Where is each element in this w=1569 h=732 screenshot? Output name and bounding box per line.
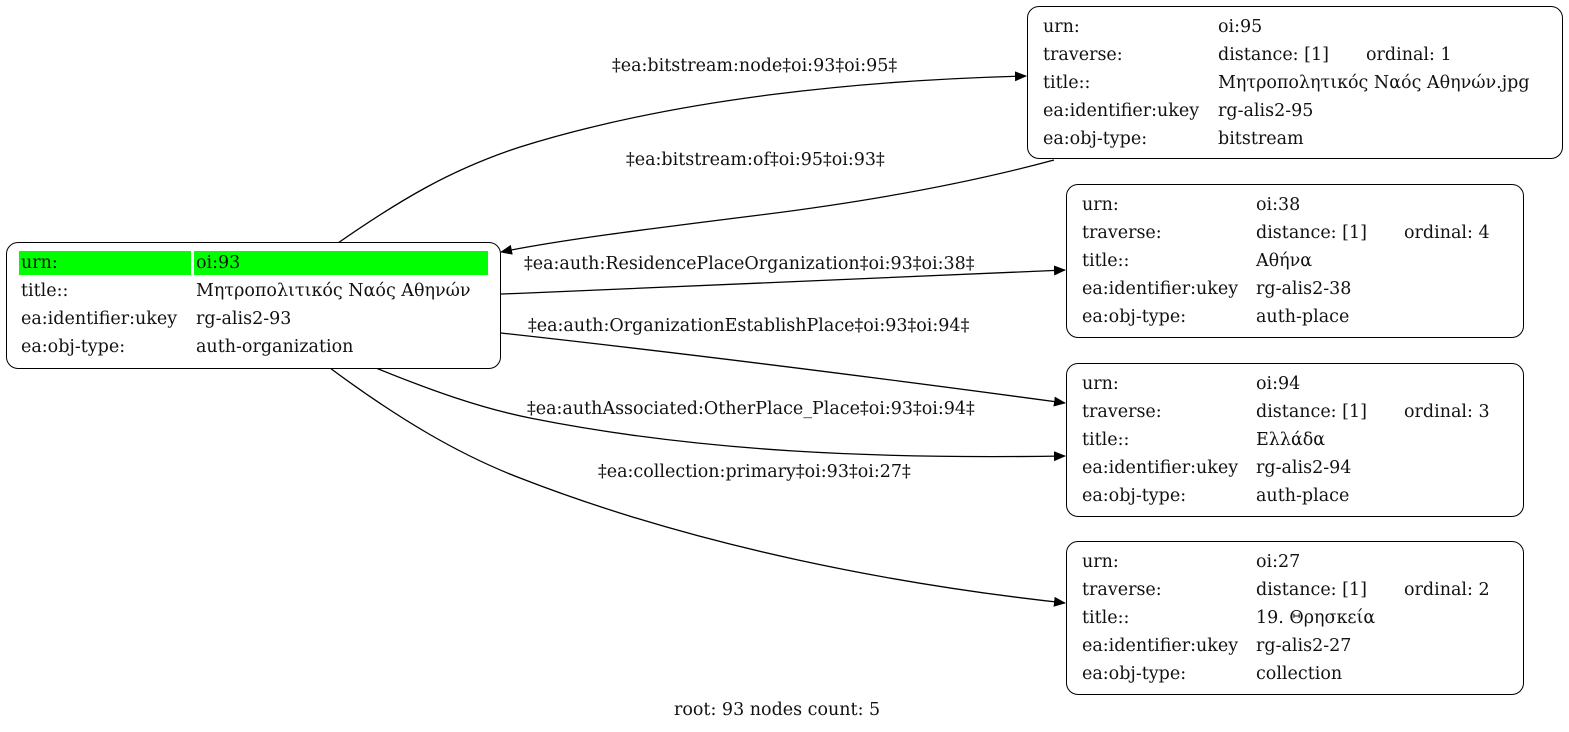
highlight-urn-key [19,251,191,275]
row-value: rg-alis2-95 [1218,101,1314,121]
row-value: rg-alis2-93 [196,309,292,329]
row-key: ea:identifier:ukey [21,309,178,329]
row-value: rg-alis2-38 [1256,279,1352,299]
row-extra: ordinal: 2 [1404,580,1490,600]
row-key: title:: [21,281,69,301]
row-value: Μητροπολιτικός Ναός Αθηνών [196,281,471,301]
edge-other-place [375,367,1066,462]
row-extra: ordinal: 3 [1404,402,1490,422]
row-key: traverse: [1043,45,1123,65]
row-key: urn: [1082,374,1119,394]
node-oi-38[interactable]: urn: oi:38 traverse: distance: [1] ordin… [1066,184,1524,338]
row-value: distance: [1] [1218,45,1329,65]
row-value: distance: [1] [1256,223,1367,243]
edge-residence-place [500,265,1066,295]
row-value: auth-place [1256,307,1350,327]
row-value: rg-alis2-94 [1256,458,1352,478]
edge-label-bitstream-of: ‡ea:bitstream:of‡oi:95‡oi:93‡ [626,150,885,170]
row-extra: ordinal: 1 [1366,45,1452,65]
edge-label-residence-place: ‡ea:auth:ResidencePlaceOrganization‡oi:9… [524,254,975,274]
row-key: urn: [1043,17,1080,37]
row-value: Ελλάδα [1256,430,1326,450]
row-key: title:: [1082,430,1130,450]
row-value: bitstream [1218,129,1304,149]
row-key: ea:identifier:ukey [1043,101,1200,121]
edge-bitstream-node [337,71,1027,244]
node-oi-94[interactable]: urn: oi:94 traverse: distance: [1] ordin… [1066,363,1524,517]
row-key: ea:obj-type: [1082,486,1187,506]
row-value: distance: [1] [1256,402,1367,422]
row-key: ea:identifier:ukey [1082,636,1239,656]
row-key: title:: [1082,251,1130,271]
edge-bitstream-of [500,159,1055,255]
node-oi-93[interactable]: urn: oi:93 title:: Μητροπολιτικός Ναός Α… [6,242,501,369]
row-key: urn: [1082,195,1119,215]
row-key: traverse: [1082,580,1162,600]
row-value: oi:94 [1256,374,1301,394]
edge-label-bitstream-node: ‡ea:bitstream:node‡oi:93‡oi:95‡ [612,56,898,76]
row-key: ea:obj-type: [1082,664,1187,684]
row-key: ea:obj-type: [1082,307,1187,327]
graph-summary: root: 93 nodes count: 5 [674,700,881,720]
row-value: 19. Θρησκεία [1256,608,1376,628]
edge-label-other-place: ‡ea:authAssociated:OtherPlace_Place‡oi:9… [527,399,975,419]
edge-label-establish-place: ‡ea:auth:OrganizationEstablishPlace‡oi:9… [528,316,970,336]
edge-establish-place [500,332,1066,407]
row-value: oi:93 [196,253,241,273]
row-value: rg-alis2-27 [1256,636,1352,656]
node-oi-27[interactable]: urn: oi:27 traverse: distance: [1] ordin… [1066,541,1524,695]
edge-collection-primary [329,367,1066,607]
row-value: oi:38 [1256,195,1301,215]
row-key: title:: [1082,608,1130,628]
row-key: ea:identifier:ukey [1082,279,1239,299]
row-key: urn: [21,253,58,273]
row-value: oi:27 [1256,552,1301,572]
row-key: ea:identifier:ukey [1082,458,1239,478]
row-value: auth-place [1256,486,1350,506]
row-key: urn: [1082,552,1119,572]
row-value: auth-organization [196,337,354,357]
row-key: ea:obj-type: [21,337,126,357]
highlight-urn-value [194,251,488,275]
edge-label-collection-primary: ‡ea:collection:primary‡oi:93‡oi:27‡ [598,462,911,482]
row-value: Αθήνα [1256,251,1313,271]
row-extra: ordinal: 4 [1404,223,1490,243]
row-key: traverse: [1082,402,1162,422]
row-value: distance: [1] [1256,580,1367,600]
row-key: title:: [1043,73,1091,93]
row-key: traverse: [1082,223,1162,243]
row-value: oi:95 [1218,17,1263,37]
row-value: Μητροπολητικός Ναός Αθηνών.jpg [1218,73,1530,93]
row-value: collection [1256,664,1343,684]
row-key: ea:obj-type: [1043,129,1148,149]
node-oi-95[interactable]: urn: oi:95 traverse: distance: [1] ordin… [1027,6,1563,159]
